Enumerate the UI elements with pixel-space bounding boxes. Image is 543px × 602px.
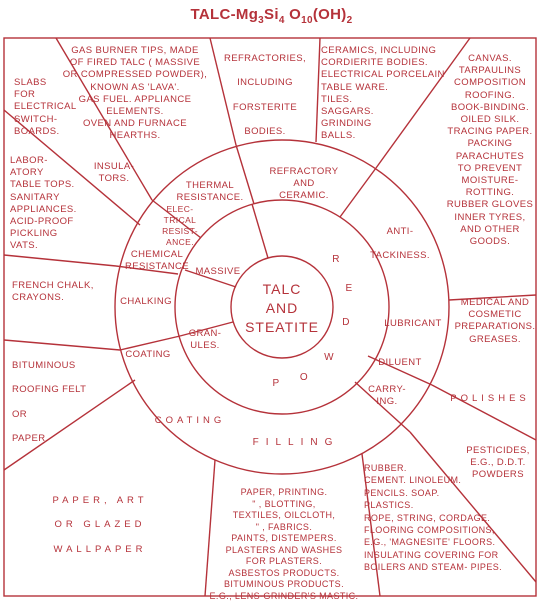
use-gas-burner: GAS BURNER TIPS, MADE OF FIRED TALC ( MA… (62, 45, 208, 142)
use-laboratory: LABOR- ATORY TABLE TOPS. SANITARY APPLIA… (10, 155, 77, 252)
use-insulators: INSULA- TORS. (93, 161, 135, 185)
spoke (315, 37, 321, 143)
spoke (375, 37, 471, 169)
use-wallpaper: PAPER, ART OR GLAZED WALLPAPER (52, 495, 148, 555)
use-medical: MEDICAL AND COSMETIC PREPARATIONS. GREAS… (454, 297, 536, 345)
property-thermal: THERMAL RESISTANCE. (176, 180, 244, 204)
spoke (448, 294, 537, 301)
form-granules: GRAN- ULES. (188, 328, 222, 352)
property-coating-outer: COATING (154, 415, 226, 426)
spoke (361, 453, 381, 597)
diagram-title: TALC-Mg3Si4 O10(OH)2 (190, 6, 353, 26)
spoke (55, 37, 153, 201)
spoke (431, 384, 537, 441)
form-powder-w: W (324, 352, 334, 363)
use-paper-printing: PAPER, PRINTING. " , BLOTTING, TEXTILES,… (209, 487, 359, 601)
property-lubricant: LUBRICANT (384, 318, 442, 329)
property-electrical: ELEC- TRICAL RESIST- ANCE. (162, 204, 198, 247)
use-rubber: RUBBER. CEMENT. LINOLEUM. PENCILS. SOAP.… (364, 463, 503, 573)
use-ceramics: CERAMICS, INCLUDING CORDIERITE BODIES. E… (321, 45, 445, 142)
spoke (354, 381, 411, 433)
property-chalking: CHALKING (120, 296, 172, 307)
spoke (235, 144, 255, 205)
spoke (3, 109, 141, 226)
center-label: TALC AND STEATITE (245, 281, 319, 335)
form-massive: MASSIVE (195, 266, 241, 277)
form-powder-p: P (272, 378, 280, 389)
spoke (119, 335, 181, 351)
form-powder-r: R (332, 254, 340, 265)
spoke (367, 355, 433, 386)
property-filling: FILLING (252, 437, 340, 448)
use-slabs: SLABS FOR ELECTRICAL SWITCH- BOARDS. (14, 77, 77, 137)
form-powder-d: D (342, 317, 350, 328)
spoke (3, 254, 117, 267)
use-pesticides: PESTICIDES, E.G., D.D.T. POWDERS (466, 445, 530, 481)
form-powder-e: E (345, 283, 353, 294)
spoke (184, 269, 237, 288)
form-powder-o: O (299, 372, 309, 383)
use-polishes: POLISHES (450, 393, 530, 404)
spoke (115, 265, 179, 275)
spoke (3, 379, 136, 471)
use-refractories: REFRACTORIES, INCLUDING FORSTERITE BODIE… (223, 53, 307, 138)
property-coating-inner: COATING (125, 349, 171, 360)
spoke (409, 431, 537, 583)
center-circle (230, 255, 334, 359)
spoke (151, 199, 202, 239)
spoke (3, 339, 121, 351)
spoke (251, 203, 269, 259)
property-anti-tackiness: ANTI- TACKINESS. (370, 226, 430, 262)
spoke (209, 37, 237, 146)
middle-ring (174, 199, 390, 415)
property-refractory: REFRACTORY AND CERAMIC. (269, 166, 339, 202)
outer-ring (114, 139, 450, 475)
property-carrying: CARRY- ING. (368, 384, 406, 408)
use-bituminous: BITUMINOUS ROOFING FELT OR PAPER. (12, 360, 87, 445)
property-diluent: DILUENT (378, 357, 422, 368)
spoke (339, 167, 377, 218)
use-canvas: CANVAS. TARPAULINS COMPOSITION ROOFING. … (446, 53, 534, 248)
spoke (204, 459, 216, 597)
property-chemical: CHEMICAL RESISTANCE (124, 249, 189, 273)
outer-frame (3, 37, 537, 597)
spoke (179, 321, 234, 337)
use-french-chalk: FRENCH CHALK, CRAYONS. (12, 280, 94, 304)
